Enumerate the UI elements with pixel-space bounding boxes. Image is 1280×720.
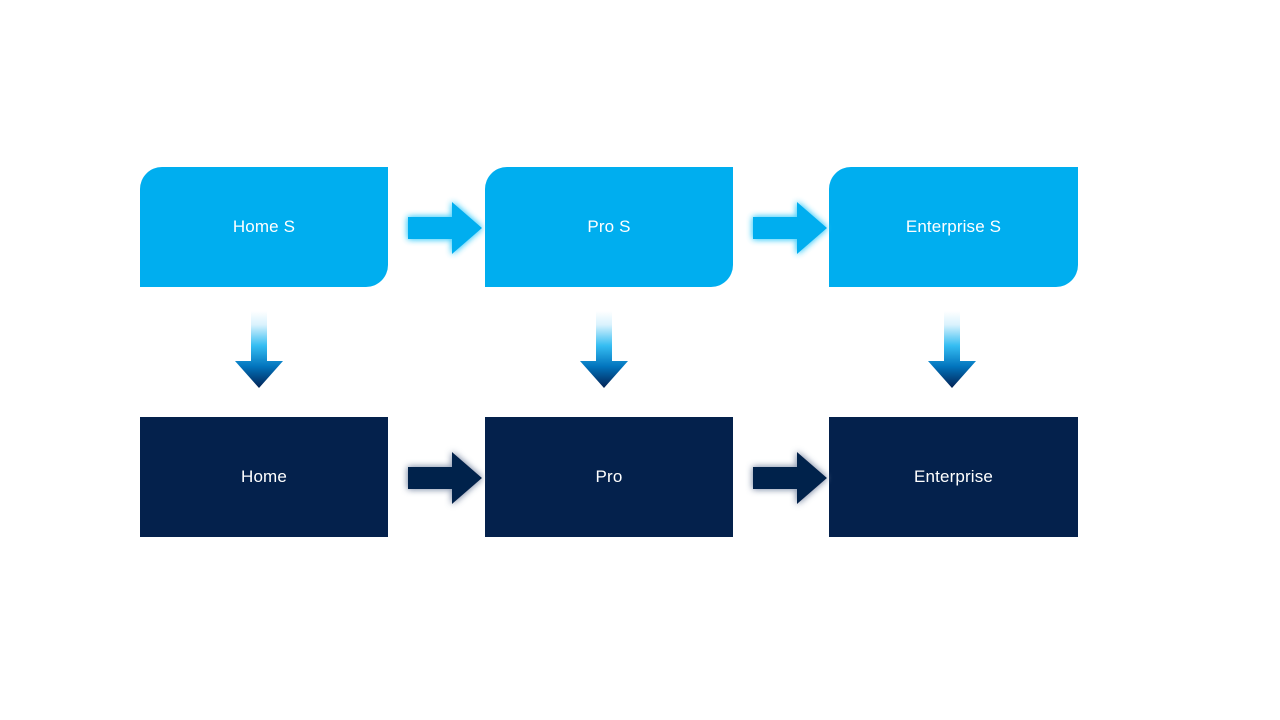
- arrow-down-icon-home-s-to-home: [232, 310, 286, 390]
- node-label-enterprise: Enterprise: [914, 466, 993, 486]
- node-home-s[interactable]: Home S: [140, 167, 388, 287]
- arrow-right-icon-pro-to-enterprise: [751, 449, 829, 507]
- node-enterprise-s[interactable]: Enterprise S: [829, 167, 1078, 287]
- node-pro[interactable]: Pro: [485, 417, 733, 537]
- arrow-right-icon-pro-s-to-enterprise-s: [751, 199, 829, 257]
- node-enterprise[interactable]: Enterprise: [829, 417, 1078, 537]
- node-pro-s[interactable]: Pro S: [485, 167, 733, 287]
- node-label-enterprise-s: Enterprise S: [905, 216, 1002, 236]
- arrow-down-icon-enterprise-s-to-enterprise: [925, 310, 979, 390]
- arrow-right-icon-home-s-to-pro-s: [406, 199, 484, 257]
- node-label-home: Home: [241, 466, 287, 486]
- arrow-down-icon-pro-s-to-pro: [577, 310, 631, 390]
- node-label-pro: Pro: [595, 466, 623, 486]
- node-home[interactable]: Home: [140, 417, 388, 537]
- node-label-pro-s: Pro S: [587, 216, 631, 236]
- arrow-right-icon-home-to-pro: [406, 449, 484, 507]
- node-label-home-s: Home S: [232, 216, 296, 236]
